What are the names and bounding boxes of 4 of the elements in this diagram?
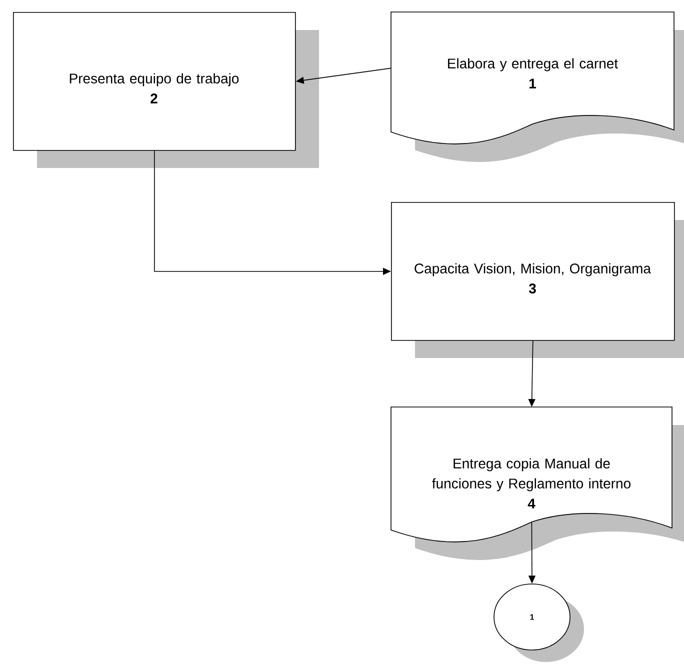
node-label: Elabora y entrega el carnet bbox=[448, 58, 618, 72]
node-label: 1 bbox=[529, 78, 536, 88]
process-box: Capacita Vision, Mision, Organigrama 3 bbox=[391, 202, 684, 358]
process-box: Presenta equipo de trabajo 2 bbox=[13, 12, 319, 168]
